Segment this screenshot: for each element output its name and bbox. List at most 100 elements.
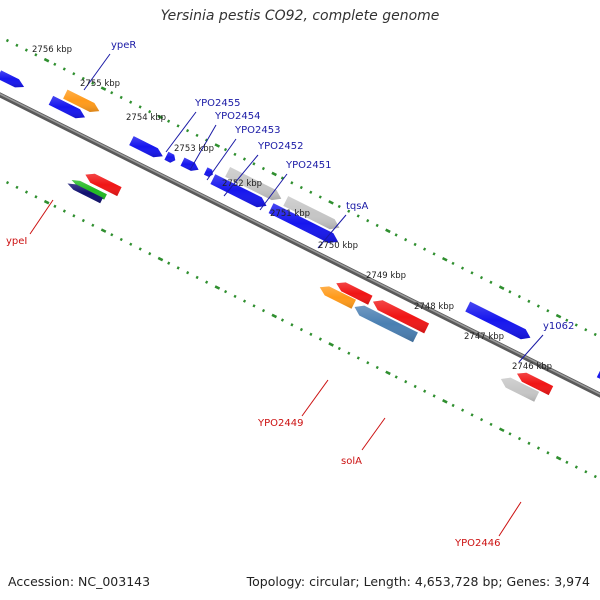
tick-mark xyxy=(347,351,351,355)
tick-mark xyxy=(517,294,521,299)
tick-mark xyxy=(24,190,29,194)
gene-YPO2455-shading xyxy=(129,136,163,158)
callout-line xyxy=(165,111,197,153)
tick-mark xyxy=(366,219,370,223)
tick-mark xyxy=(565,460,569,464)
genome-summary: Topology: circular; Length: 4,653,728 bp… xyxy=(246,574,590,589)
tick-mark xyxy=(214,285,221,290)
gene-label-YPO2453: YPO2453 xyxy=(234,125,280,136)
tick-mark xyxy=(233,152,237,156)
tick-mark xyxy=(34,53,38,57)
tick-mark xyxy=(584,328,588,332)
tick-mark xyxy=(385,228,391,234)
tick-mark xyxy=(394,375,398,379)
tick-mark xyxy=(5,38,9,43)
tick-mark xyxy=(252,162,256,166)
gene-y1062-shading xyxy=(465,301,531,340)
kbp-label: 2751 kbp xyxy=(270,209,310,219)
tick-mark xyxy=(233,294,237,299)
tick-mark xyxy=(129,100,133,104)
tick-mark xyxy=(508,290,512,294)
callout-line xyxy=(223,154,259,197)
gene-label-YPO2446: YPO2446 xyxy=(454,538,500,549)
callout-line xyxy=(317,214,347,249)
tick-mark xyxy=(432,252,436,256)
tick-mark xyxy=(574,323,578,327)
genome-backbone xyxy=(0,92,600,398)
tick-mark xyxy=(91,223,95,227)
gene-YPO2449-shading xyxy=(319,286,356,309)
tick-mark xyxy=(413,384,417,389)
gene-label-ypeI: ypeI xyxy=(6,236,27,247)
tick-mark xyxy=(167,119,171,123)
gene-features xyxy=(0,70,600,402)
tick-mark xyxy=(261,166,265,171)
gene-ypeI-green-shading xyxy=(71,180,107,200)
gene-label-ypeR: ypeR xyxy=(111,40,136,51)
gene-label-YPO2454: YPO2454 xyxy=(214,111,260,122)
tick-mark xyxy=(555,313,562,319)
accession-label: Accession: NC_003143 xyxy=(8,574,151,589)
tick-mark xyxy=(441,256,448,262)
tick-mark xyxy=(356,214,360,218)
tick-mark xyxy=(195,133,199,138)
tick-mark xyxy=(508,432,512,436)
tick-mark xyxy=(555,455,562,461)
tick-mark xyxy=(100,86,107,91)
tick-mark xyxy=(527,299,531,303)
kbp-label: 2753 kbp xyxy=(174,144,214,154)
tick-mark xyxy=(356,356,360,360)
tick-mark xyxy=(185,128,190,133)
tick-mark xyxy=(224,289,228,294)
gene-ypeR-shading xyxy=(63,89,100,112)
tick-mark xyxy=(72,72,76,76)
tick-mark xyxy=(62,67,66,71)
backbone-line xyxy=(0,92,600,398)
tick-mark xyxy=(157,114,164,120)
gene-label-YPO2451: YPO2451 xyxy=(285,160,331,171)
gene-right-edge-shading xyxy=(596,370,600,379)
tick-mark xyxy=(318,337,322,341)
tick-mark xyxy=(347,209,351,213)
gene-YPO2449-red-shading xyxy=(336,282,373,305)
gene-tqsA-shading xyxy=(283,196,340,230)
tick-mark xyxy=(91,81,95,85)
tick-mark xyxy=(242,157,247,161)
tick-mark xyxy=(299,327,303,332)
tick-mark xyxy=(593,332,597,337)
tick-mark xyxy=(546,451,550,455)
tick-mark xyxy=(394,233,398,237)
tick-mark xyxy=(328,342,334,347)
tick-mark xyxy=(223,147,228,152)
tick-mark xyxy=(375,365,379,370)
tick-mark xyxy=(167,261,171,265)
tick-mark xyxy=(432,394,436,398)
tick-mark xyxy=(280,176,284,180)
tick-mark xyxy=(442,399,448,404)
callout-line xyxy=(259,173,288,211)
tick-mark xyxy=(489,422,493,427)
tick-mark xyxy=(385,370,391,376)
tick-mark xyxy=(72,214,76,218)
tick-mark xyxy=(53,62,57,66)
gene-YPO2451-shading xyxy=(210,174,267,208)
gene-YPO2451-a-shading xyxy=(225,167,282,201)
callout-line xyxy=(83,53,111,91)
gene-label-YPO2452: YPO2452 xyxy=(257,141,303,152)
tick-mark xyxy=(15,185,19,190)
tick-mark xyxy=(43,199,50,205)
tick-mark xyxy=(584,470,588,474)
kbp-label: 2747 kbp xyxy=(464,332,504,342)
gene-callouts xyxy=(29,53,544,537)
tick-mark xyxy=(53,204,57,208)
tick-mark xyxy=(366,361,370,365)
gene-YPO2446-red-shading xyxy=(517,372,554,396)
callout-line xyxy=(498,501,522,537)
kbp-label: 2748 kbp xyxy=(414,302,454,312)
kbp-label: 2754 kbp xyxy=(126,113,166,123)
tick-mark xyxy=(119,237,123,242)
gene-label-YPO2449: YPO2449 xyxy=(257,418,303,429)
kbp-label: 2749 kbp xyxy=(366,271,406,281)
